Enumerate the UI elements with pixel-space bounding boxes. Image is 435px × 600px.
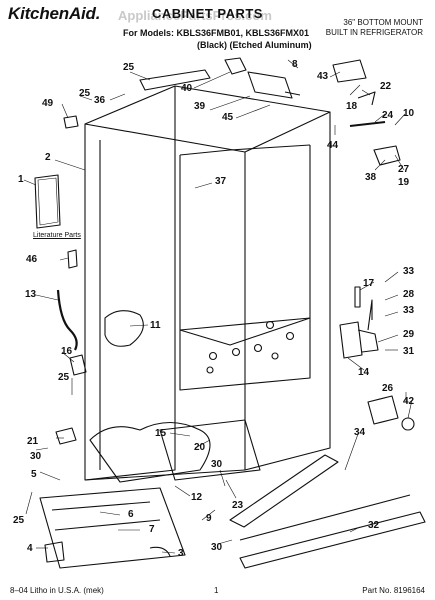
callout: 10 bbox=[403, 108, 415, 119]
callout: 24 bbox=[382, 110, 394, 121]
callout: 25 bbox=[79, 88, 91, 99]
callout: 43 bbox=[317, 71, 329, 82]
hinge-plate bbox=[339, 321, 363, 359]
callout: 33 bbox=[403, 305, 415, 316]
callout: 18 bbox=[346, 101, 358, 112]
callout: 28 bbox=[403, 289, 415, 300]
cabinet-left-side bbox=[84, 86, 176, 481]
kitchenaid-logo: KitchenAid. bbox=[8, 4, 101, 23]
callout: 37 bbox=[215, 176, 227, 187]
callout: 40 bbox=[181, 83, 193, 94]
literature-booklet bbox=[34, 174, 61, 229]
cabinet-inner-back bbox=[179, 145, 311, 331]
watermark: AppliancePartsPros.com bbox=[118, 8, 272, 23]
callout: 30 bbox=[211, 459, 223, 470]
callout: 19 bbox=[398, 177, 410, 188]
callout: 7 bbox=[149, 524, 155, 535]
bottom-grille bbox=[239, 511, 426, 569]
footer-litho: 8–04 Litho in U.S.A. (mek) bbox=[10, 586, 104, 595]
top-left-strip bbox=[139, 69, 211, 91]
cabinet-shelf bbox=[179, 317, 311, 346]
base-drain-pan bbox=[89, 422, 211, 483]
callout: 5 bbox=[31, 469, 37, 480]
callout: 31 bbox=[403, 346, 415, 357]
callout: 16 bbox=[61, 346, 73, 357]
callout: 6 bbox=[128, 509, 134, 520]
callout: 25 bbox=[123, 62, 135, 73]
callout: 22 bbox=[380, 81, 392, 92]
callout: 3 bbox=[178, 548, 184, 559]
callout: 11 bbox=[150, 320, 161, 331]
product-line-1: 36" BOTTOM MOUNT bbox=[343, 18, 423, 27]
callout: 45 bbox=[222, 112, 234, 123]
model-finishes: (Black) (Etched Aluminum) bbox=[197, 40, 312, 50]
callout: 30 bbox=[211, 542, 223, 553]
callout: 8 bbox=[292, 59, 298, 70]
callout: 34 bbox=[354, 427, 366, 438]
product-line-2: BUILT IN REFRIGERATOR bbox=[325, 28, 423, 37]
callout: 17 bbox=[363, 278, 375, 289]
callout: 1 bbox=[18, 174, 24, 185]
cabinet-top-panel bbox=[84, 85, 331, 153]
callout: 15 bbox=[155, 428, 167, 439]
callout: 44 bbox=[327, 140, 339, 151]
callout: 4 bbox=[27, 543, 33, 554]
callout: 26 bbox=[382, 383, 394, 394]
callout: 23 bbox=[232, 500, 244, 511]
footer-part-number: Part No. 8196164 bbox=[362, 586, 425, 595]
callout: 13 bbox=[25, 289, 37, 300]
callout: 39 bbox=[194, 101, 206, 112]
callout: 32 bbox=[368, 520, 380, 531]
callout: 27 bbox=[398, 164, 410, 175]
callout: 30 bbox=[30, 451, 42, 462]
product-description: 36" BOTTOM MOUNT BUILT IN REFRIGERATOR bbox=[326, 18, 423, 38]
callout: 38 bbox=[365, 172, 377, 183]
callout: 25 bbox=[13, 515, 25, 526]
callout: 42 bbox=[403, 396, 415, 407]
callout: 2 bbox=[45, 152, 51, 163]
drain-tube bbox=[56, 289, 78, 351]
roller bbox=[367, 395, 399, 425]
literature-parts-label: Literature Parts bbox=[33, 232, 81, 239]
callout: 14 bbox=[358, 367, 370, 378]
callout: 49 bbox=[42, 98, 54, 109]
footer-page-number: 1 bbox=[214, 586, 219, 595]
bottom-kit-tray bbox=[39, 487, 186, 569]
callout: 46 bbox=[26, 254, 38, 265]
callout: 33 bbox=[403, 266, 415, 277]
callout: 20 bbox=[194, 442, 206, 453]
callout: 12 bbox=[191, 492, 203, 503]
callout: 9 bbox=[206, 513, 212, 524]
callout: 21 bbox=[27, 436, 39, 447]
callout: 25 bbox=[58, 372, 70, 383]
callout: 29 bbox=[403, 329, 415, 340]
diagram-title: CABINET PARTS bbox=[152, 6, 263, 21]
top-bracket bbox=[224, 57, 247, 75]
callout: 36 bbox=[94, 95, 106, 106]
model-numbers: For Models: KBLS36FMB01, KBLS36FMX01 bbox=[123, 28, 310, 38]
